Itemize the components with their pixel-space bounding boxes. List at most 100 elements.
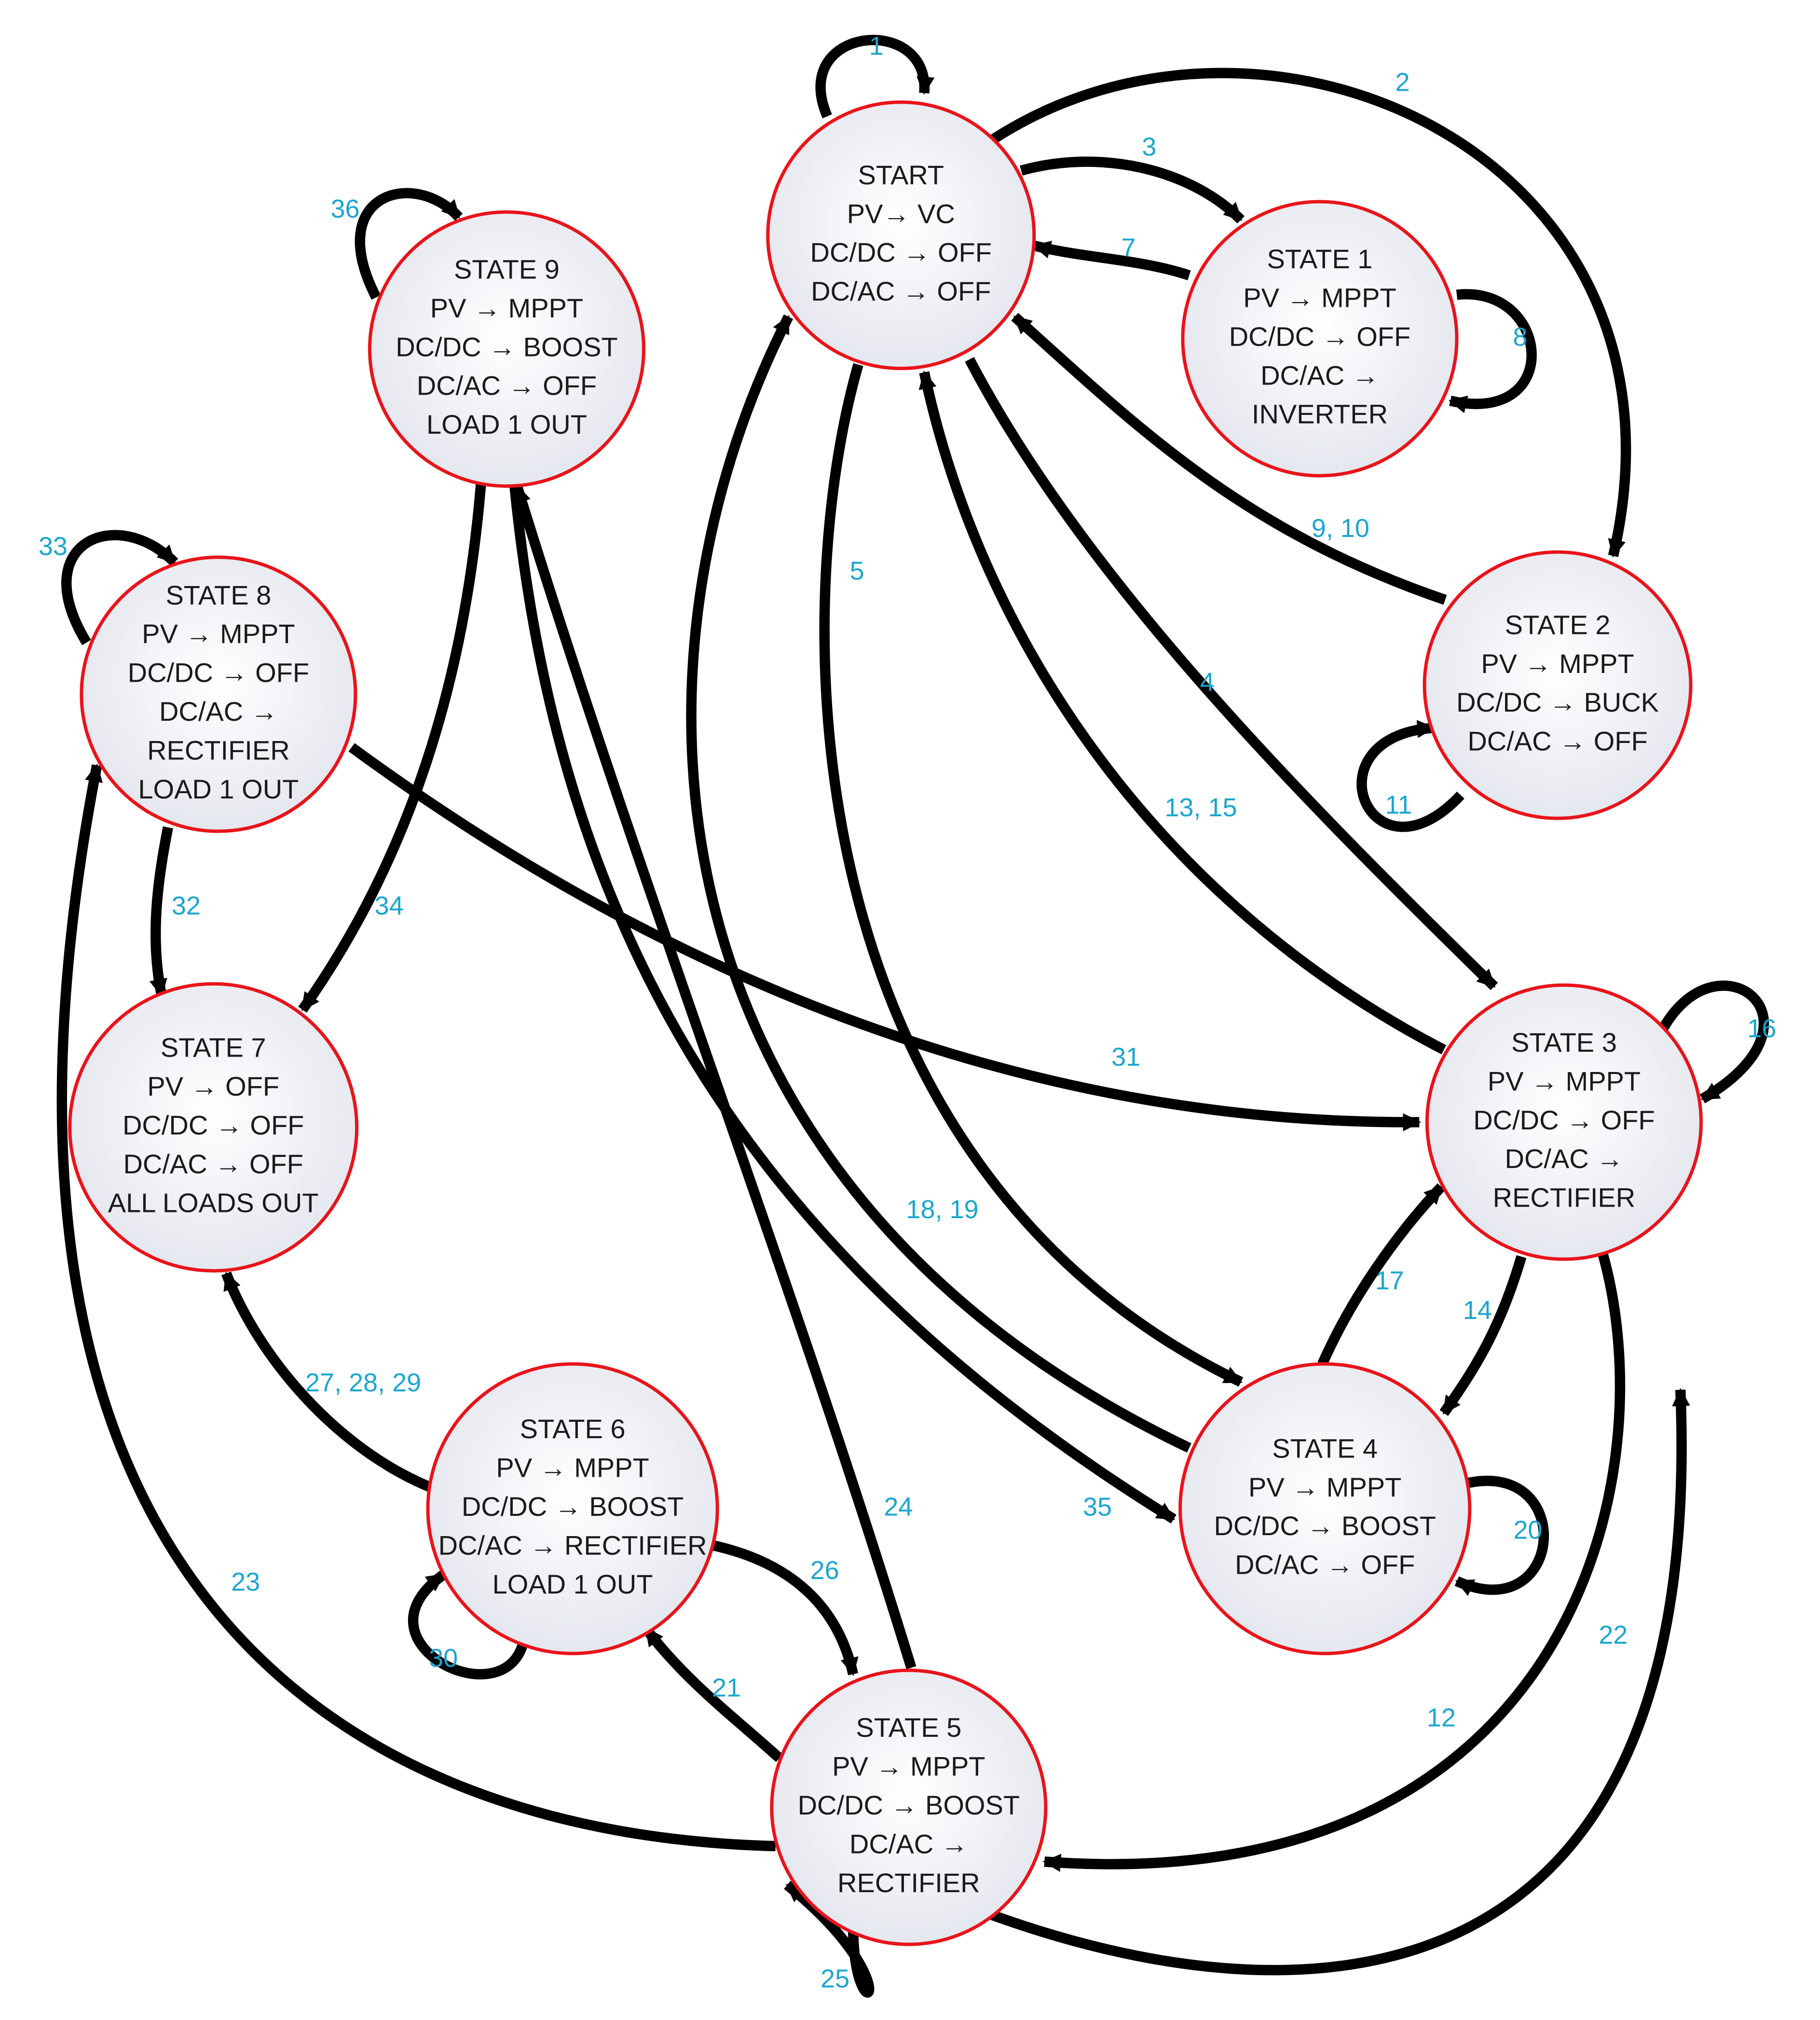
transition-label: 36 [330,194,359,223]
state-line: PV → MPPT [1488,1066,1641,1096]
transition-arrow-36 [355,188,463,300]
transition-arrow-18-19 [686,314,1191,1453]
state-line: DC/DC → BOOST [798,1790,1020,1820]
transition-arrow-11 [1356,720,1464,832]
state-circle [368,210,645,488]
state-line: PV → OFF [147,1071,279,1101]
transition-arrow-21 [642,1625,783,1762]
transition-label: 18, 19 [906,1195,978,1224]
state-title: STATE 9 [454,254,560,285]
state-line: RECTIFIER [1493,1182,1636,1213]
transition-arrow-2 [990,68,1631,558]
transition-label: 35 [1083,1492,1112,1521]
state-line: PV → MPPT [1248,1472,1401,1502]
state-circle [426,1362,719,1655]
transition-label: 27, 28, 29 [305,1368,421,1397]
transition-arrow-3 [1020,156,1245,224]
state-line: DC/AC → OFF [1235,1550,1415,1580]
state-line: DC/AC → [1505,1143,1624,1174]
transition-label: 4 [1200,668,1215,697]
state-line: PV → MPPT [1481,648,1634,679]
transition-arrow-24 [512,484,917,1669]
state-title: STATE 5 [856,1712,961,1743]
state-circle [1181,200,1459,478]
transition-arrow-25 [784,1881,875,1998]
state-title: STATE 6 [520,1414,626,1444]
state-title: STATE 4 [1272,1433,1378,1463]
transition-label: 20 [1513,1516,1542,1545]
transition-label: 8 [1513,322,1527,351]
state-line: PV → MPPT [496,1453,649,1483]
state-title: STATE 3 [1511,1027,1617,1058]
state-line: DC/DC → OFF [1473,1105,1655,1135]
state-line: PV → MPPT [142,618,295,649]
state-title: STATE 1 [1267,244,1373,274]
state-circle [1178,1362,1472,1655]
transition-arrow-16 [1659,980,1769,1103]
state-node-state3: STATE 3 PV → MPPT DC/DC → OFF DC/AC → RECTIF… [1425,983,1703,1261]
transition-arrow-4 [965,357,1498,990]
state-line: DC/DC → BUCK [1456,687,1659,717]
transition-arrow-17 [1317,1183,1445,1366]
state-title: STATE 7 [161,1032,266,1063]
transition-label: 9, 10 [1312,514,1369,543]
transition-arrow-32 [149,826,173,998]
state-line: DC/AC → [159,696,278,727]
state-line: DC/DC → BOOST [1214,1511,1436,1541]
state-line: DC/AC → [849,1828,968,1859]
transition-label: 21 [712,1674,741,1703]
state-title: STATE 8 [165,580,271,610]
states-layer: START PV→ VC DC/DC → OFF DC/AC → OFF STATE 1… [68,100,1703,1946]
state-circle [68,982,359,1273]
transition-arrow-1 [815,35,935,119]
transition-arrow-8 [1448,289,1537,413]
transition-arrow-22 [985,1388,1690,1976]
state-line: LOAD 1 OUT [493,1569,653,1599]
transition-label: 31 [1111,1043,1140,1072]
transition-label: 32 [172,891,201,920]
transition-arrow-9-10 [1011,313,1447,605]
transition-label: 14 [1463,1296,1492,1325]
transition-label: 30 [429,1644,458,1673]
state-circle [80,555,357,833]
state-title: STATE 2 [1505,609,1611,640]
transition-arrow-31 [348,743,1422,1131]
state-line: DC/DC → OFF [128,658,309,688]
transition-arrow-12 [1042,1252,1626,1872]
state-line: PV→ VC [847,198,955,229]
state-line: LOAD 1 OUT [426,409,587,440]
state-line: DC/DC → OFF [123,1110,304,1140]
state-title: START [858,160,944,190]
transition-arrow-33 [61,530,178,646]
transition-arrow-20 [1454,1475,1549,1596]
transition-label: 3 [1142,132,1156,161]
state-line: PV → MPPT [832,1751,985,1782]
transition-label: 33 [39,532,68,561]
transition-label: 5 [850,556,864,585]
transition-label: 13, 15 [1164,793,1237,822]
state-line: DC/AC → [1260,360,1379,390]
state-line: DC/DC → BOOST [396,331,617,362]
transition-arrow-7 [1032,240,1191,280]
transition-arrow-26 [710,1539,859,1676]
transition-arrow-27-28-29 [221,1271,431,1492]
state-line: LOAD 1 OUT [138,774,299,804]
transition-label: 12 [1427,1703,1456,1732]
state-line: INVERTER [1252,399,1388,429]
state-line: PV → MPPT [1243,282,1396,313]
transition-label: 24 [884,1492,913,1521]
transition-arrow-35 [509,484,1177,1524]
state-line: PV → MPPT [430,293,583,323]
transition-label: 25 [821,1965,849,1993]
state-circle [1425,983,1703,1261]
state-line: DC/DC → BOOST [462,1491,684,1522]
transition-arrow-13-15 [918,371,1447,1055]
transition-label: 11 [1385,790,1412,819]
state-circle [770,1668,1048,1946]
transition-label: 17 [1375,1266,1404,1295]
